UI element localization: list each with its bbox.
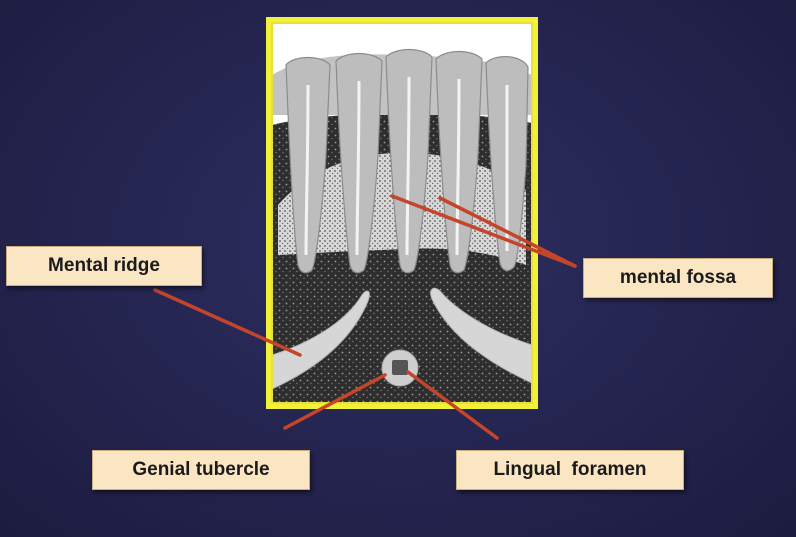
arrow-lingual-foramen [406, 370, 499, 440]
mental-ridge-right [430, 287, 533, 384]
label-genial-tubercle: Genial tubercle [92, 450, 310, 490]
label-lingual-foramen: Lingual foramen [456, 450, 684, 490]
mandible-cross-section-diagram [264, 15, 540, 411]
arrow-genial-tubercle [283, 373, 387, 430]
arrow-mental-fossa-2 [438, 196, 577, 268]
label-mental-ridge: Mental ridge [6, 246, 202, 286]
pulp-canals [304, 76, 509, 256]
arrow-mental-ridge [153, 288, 302, 357]
arrow-mental-fossa-1 [390, 194, 577, 268]
lingual-foramen-hole [392, 360, 408, 375]
mental-ridge-left [271, 290, 370, 390]
label-mental-fossa: mental fossa [583, 258, 773, 298]
mandible-illustration [266, 17, 538, 409]
